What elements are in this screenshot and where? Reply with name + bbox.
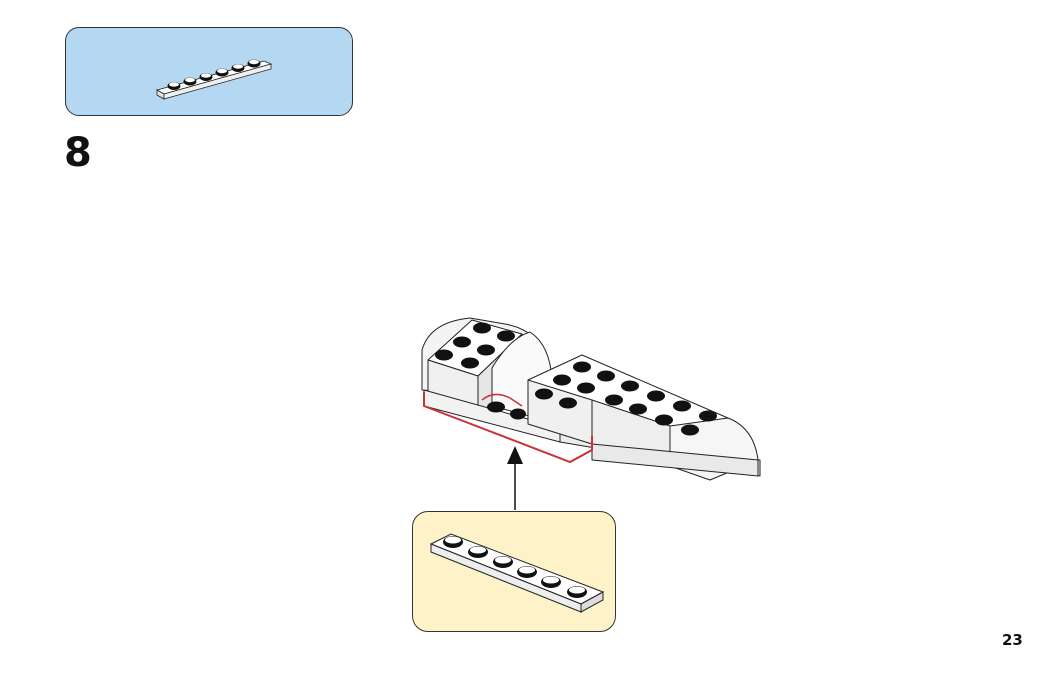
parts-callout bbox=[65, 27, 353, 116]
page-number: 23 bbox=[1002, 631, 1023, 649]
arrow-up-icon bbox=[507, 446, 523, 464]
sub-assembly-callout bbox=[412, 511, 616, 632]
plate-1x6-icon bbox=[155, 59, 273, 100]
plate-1x6-icon bbox=[429, 533, 605, 613]
step-number: 8 bbox=[64, 130, 92, 176]
model-illustration bbox=[421, 317, 761, 510]
